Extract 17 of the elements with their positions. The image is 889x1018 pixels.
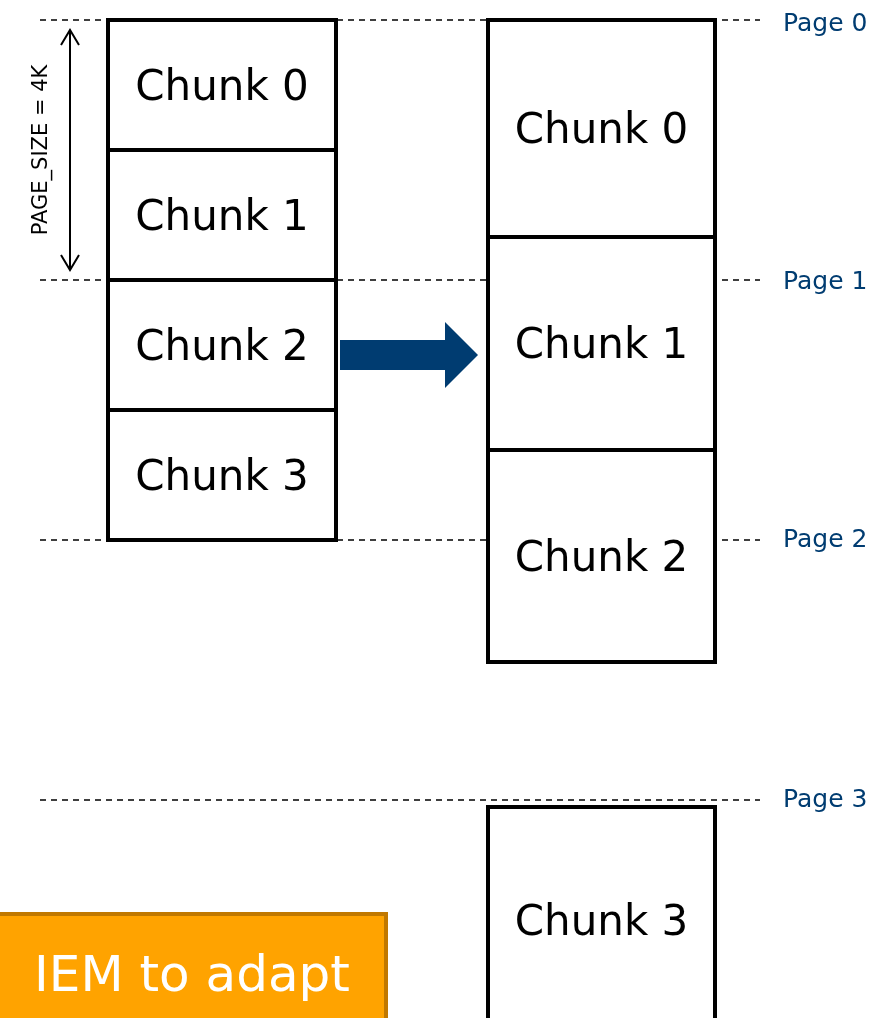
chunk-label: Chunk 1	[514, 319, 689, 368]
chunk-label: Chunk 0	[135, 60, 309, 110]
chunk-label: Chunk 0	[514, 104, 689, 153]
memory-chunk-box	[486, 805, 717, 1018]
page-label: Page 1	[783, 265, 868, 295]
chunk-label: Chunk 3	[514, 895, 689, 945]
page-label: Page 0	[783, 7, 868, 37]
chunk-label: Chunk 2	[135, 320, 309, 370]
chunk-label: Chunk 3	[135, 450, 309, 500]
page-label: Page 2	[783, 523, 868, 553]
note-text: IEM to adapt	[34, 945, 350, 1003]
arrow	[340, 322, 478, 388]
note-banner	[0, 912, 388, 1018]
chunk-label: Chunk 1	[135, 190, 309, 240]
dimension-label: PAGE_SIZE = 4K	[28, 64, 52, 236]
page-label: Page 3	[783, 783, 868, 813]
chunk-label: Chunk 2	[514, 531, 689, 581]
